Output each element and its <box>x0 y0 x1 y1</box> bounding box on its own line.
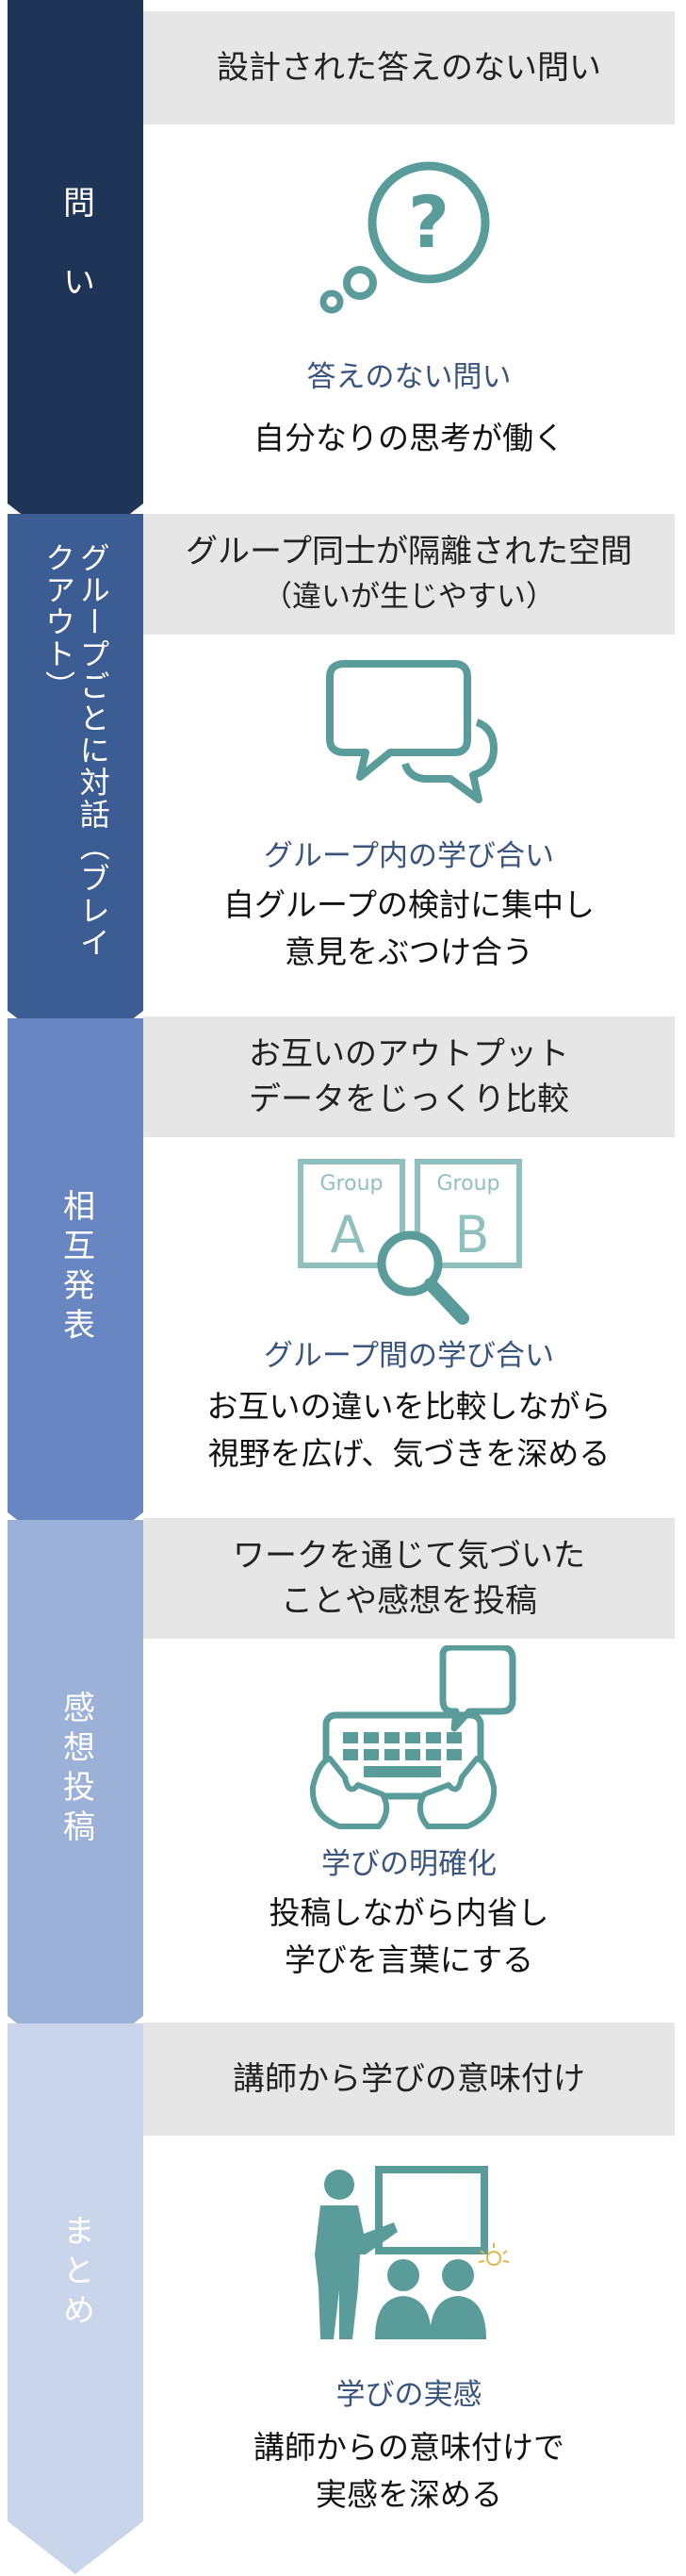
stage-2-subtitle: グループ内の学び合い <box>263 839 555 873</box>
stage-4-header: ワークを通じて気づいた ことや感想を投稿 <box>143 1518 675 1639</box>
group-b-letter: B <box>454 1205 489 1264</box>
stage-label-3: 相互発表 <box>57 1189 95 1347</box>
group-compare-icon: Group Group A B <box>298 1159 522 1325</box>
stage-2-header-line-1: グループ同士が隔離された空間 <box>186 533 632 570</box>
stage-2-header: グループ同士が隔離された空間 （違いが生じやすい） <box>143 514 675 635</box>
stage-arrow-1 <box>8 0 143 556</box>
stage-1-header-line-1: 設計された答えのない問い <box>217 49 601 87</box>
stage-5-header-line-1: 講師から学びの意味付け <box>233 2060 585 2098</box>
stage-arrow-3 <box>8 1018 143 1565</box>
stage-5-subtitle: 学びの実感 <box>335 2378 482 2412</box>
stage-arrow-2 <box>8 514 143 1064</box>
stage-2-header-line-2: （違いが生じやすい） <box>263 580 555 614</box>
stage-1-header: 設計された答えのない問い <box>143 11 675 124</box>
group-a-caption: Group <box>320 1172 384 1196</box>
stage-1-subtitle: 答えのない問い <box>306 360 512 394</box>
stage-4-description: 投稿しながら内省し 学びを言葉にする <box>143 1890 675 1984</box>
stage-3-header: お互いのアウトプット データをじっくり比較 <box>143 1016 675 1137</box>
stage-2-description-line-2: 意見をぶつけ合う <box>285 933 533 970</box>
stage-1-description-line-1: 自分なりの思考が働く <box>253 420 564 456</box>
stage-3-header-line-2: データをじっくり比較 <box>249 1081 569 1118</box>
stage-3-header-line-1: お互いのアウトプット <box>249 1035 569 1073</box>
stage-arrow-4 <box>8 1520 143 2069</box>
stage-3-description-line-2: 視野を広げ、気づきを深める <box>207 1435 611 1472</box>
stage-label-2: グループごとに対話（ブレイクアウト） <box>41 542 111 959</box>
stage-5-description-line-2: 実感を深める <box>316 2476 502 2513</box>
stage-4-description-line-2: 学びを言葉にする <box>284 1941 534 1978</box>
stage-label-4: 感想投稿 <box>57 1691 95 1849</box>
group-b-caption: Group <box>437 1172 500 1196</box>
stage-5-header: 講師から学びの意味付け <box>143 2023 675 2136</box>
stage-4-description-line-1: 投稿しながら内省し <box>269 1894 549 1931</box>
stage-5-description-line-1: 講師からの意味付けで <box>253 2429 564 2466</box>
stage-arrow-5 <box>8 2023 143 2574</box>
stage-label-5: まとめ <box>57 2214 95 2333</box>
stage-2-description: 自グループの検討に集中し 意見をぶつけ合う <box>143 882 675 976</box>
stage-4-header-line-1: ワークを通じて気づいた <box>233 1537 585 1575</box>
question-bubble-icon: ? <box>319 161 490 314</box>
stage-1-description: 自分なりの思考が働く <box>143 415 675 462</box>
stage-3-description: お互いの違いを比較しながら 視野を広げ、気づきを深める <box>143 1383 675 1478</box>
stage-4-subtitle: 学びの明確化 <box>321 1847 497 1881</box>
group-a-letter: A <box>331 1205 366 1264</box>
stage-3-subtitle: グループ間の学び合い <box>263 1339 555 1373</box>
chat-bubbles-icon <box>326 660 498 803</box>
stage-label-1: 問 い <box>57 186 95 305</box>
stage-4-header-line-2: ことや感想を投稿 <box>281 1582 537 1620</box>
stage-2-description-line-1: 自グループの検討に集中し <box>222 886 596 923</box>
keyboard-comment-icon <box>309 1645 516 1829</box>
svg-text:?: ? <box>408 180 449 264</box>
lecturer-icon <box>315 2166 510 2339</box>
stage-3-description-line-1: お互いの違いを比較しながら <box>206 1388 612 1425</box>
stage-5-description: 講師からの意味付けで 実感を深める <box>143 2424 675 2518</box>
